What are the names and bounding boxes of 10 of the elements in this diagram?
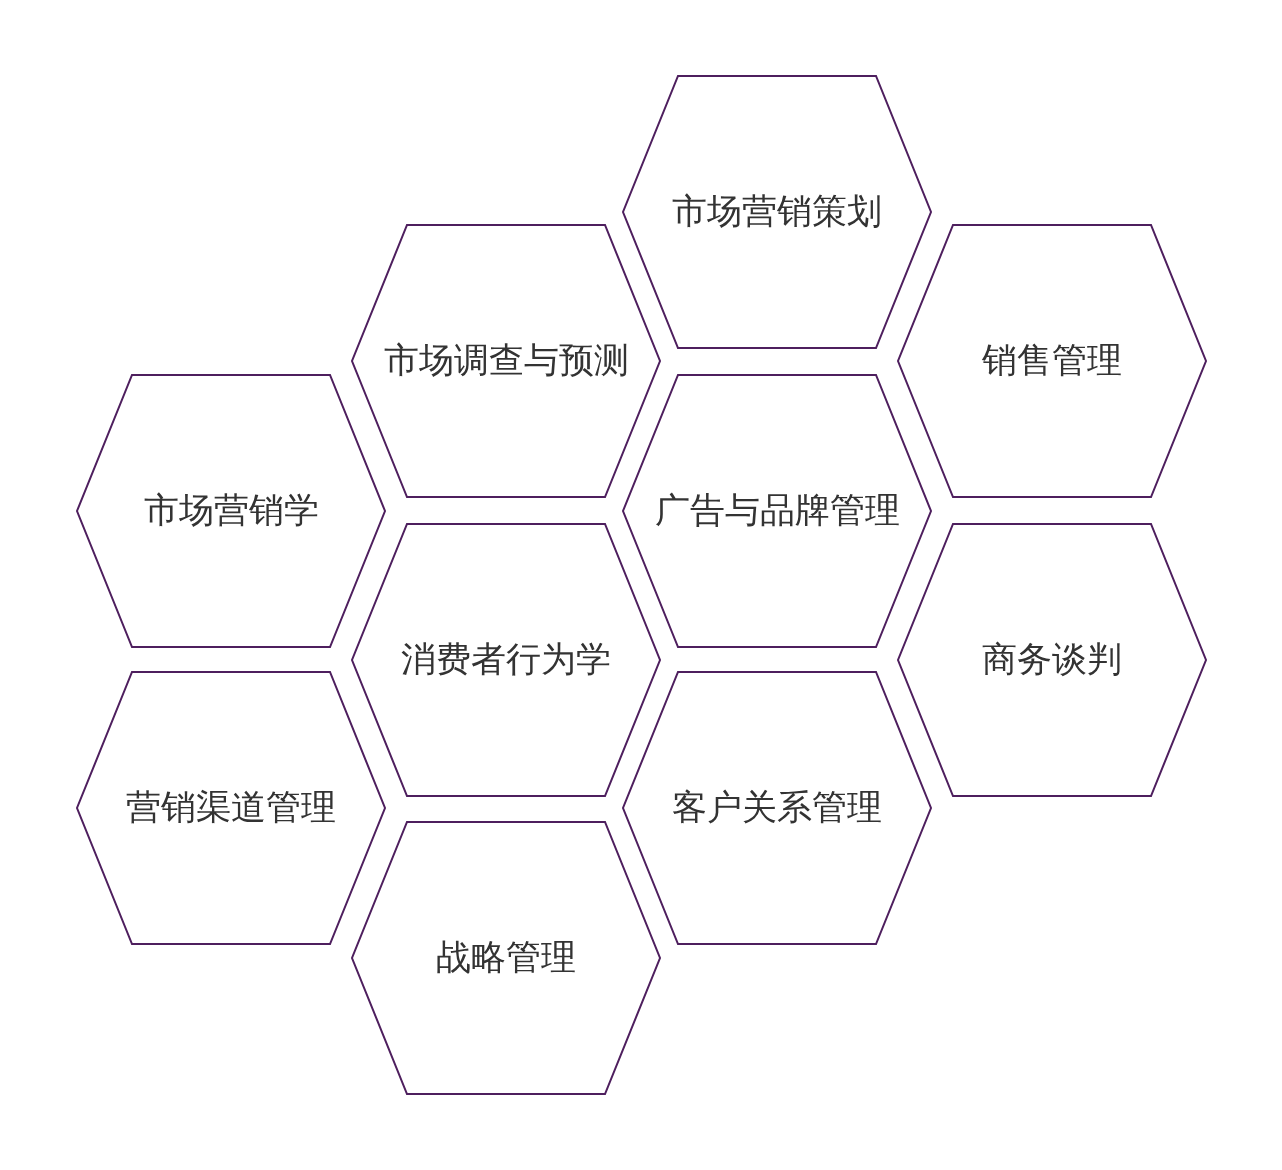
hexagon-label: 商务谈判 <box>982 638 1122 682</box>
hexagon-label: 市场营销学 <box>143 489 319 533</box>
hexagon-label: 营销渠道管理 <box>126 786 336 830</box>
hexagon-label: 广告与品牌管理 <box>654 489 900 533</box>
hexagon-label: 销售管理 <box>982 339 1122 383</box>
hexagon-label: 战略管理 <box>436 936 576 980</box>
hexagon-label: 市场营销策划 <box>672 190 882 234</box>
hexagon-label: 客户关系管理 <box>672 786 882 830</box>
hexagon-label: 消费者行为学 <box>401 638 611 682</box>
hexagon-label: 市场调查与预测 <box>383 339 629 383</box>
